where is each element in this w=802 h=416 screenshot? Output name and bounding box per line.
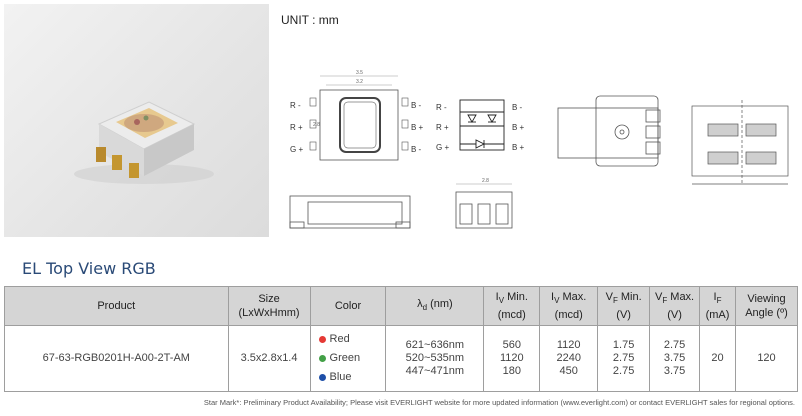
front-view-drawing [455, 183, 513, 229]
color-blue-label: Blue [329, 371, 352, 383]
schematic-pin-right-1: B - [512, 103, 523, 112]
pin-right-3: B - [411, 145, 422, 154]
header-iv-min: IV Min.(mcd) [483, 286, 541, 326]
dim-side-label: 2.8 [313, 122, 320, 128]
cell-color: Red Green Blue [309, 325, 387, 392]
dimension-drawings-svg: 3.5 3.2 2.8 R - R + G + B - B + B - [289, 70, 789, 229]
pad-layout-drawing [691, 100, 789, 185]
schematic-pin-right-3: B + [512, 143, 525, 152]
header-vf-min: VF Min.(V) [597, 286, 651, 326]
header-size: Size(LxWxHmm) [227, 286, 311, 326]
blue-dot-icon [318, 374, 326, 381]
footer-note: Star Mark*: Preliminary Product Availabi… [203, 398, 795, 407]
led-package-illustration [74, 101, 214, 184]
header-vf-max: VF Max.(V) [649, 286, 701, 326]
header-if: IF(mA) [699, 286, 736, 326]
circuit-schematic [459, 99, 505, 151]
product-photo [4, 4, 269, 237]
cell-size: 3.5x2.8x1.4 [227, 325, 311, 392]
green-dot-icon [318, 355, 326, 362]
header-color: Color [309, 286, 387, 326]
spec-table: Product Size(LxWxHmm) Color λd (nm) IV M… [4, 286, 799, 392]
schematic-pin-right-2: B + [512, 123, 525, 132]
top-view-drawing: 3.5 3.2 2.8 R - R + G + B - B + B - [290, 70, 424, 161]
header-iv-max: IV Max.(mcd) [539, 286, 599, 326]
pin-left-1: R - [290, 101, 301, 110]
table-row: 67-63-RGB0201H-A00-2T-AM 3.5x2.8x1.4 Red… [4, 325, 799, 392]
color-red-label: Red [329, 333, 350, 345]
pin-right-2: B + [411, 123, 424, 132]
color-green-label: Green [329, 352, 361, 364]
schematic-pin-left-3: G + [436, 143, 449, 152]
header-lambda: λd (nm) [385, 286, 485, 326]
technical-drawings: 3.5 3.2 2.8 R - R + G + B - B + B - [280, 60, 800, 240]
schematic-pin-left-1: R - [436, 103, 447, 112]
dim-top-inner-label: 3.2 [356, 79, 363, 85]
pin-left-2: R + [290, 123, 303, 132]
cell-viewing-angle: 120 [734, 325, 799, 392]
pin-left-3: G + [290, 145, 303, 154]
table-header-row: Product Size(LxWxHmm) Color λd (nm) IV M… [4, 286, 799, 326]
cell-product: 67-63-RGB0201H-A00-2T-AM [4, 325, 229, 392]
cell-if: 20 [699, 325, 736, 392]
unit-label: UNIT : mm [281, 13, 339, 27]
header-product: Product [4, 286, 229, 326]
dim-bottom-label: 2.8 [482, 178, 489, 184]
schematic-pin-left-2: R + [436, 123, 449, 132]
dim-top-label: 3.5 [356, 70, 363, 76]
side-view-drawing [289, 195, 411, 229]
section-title: EL Top View RGB [22, 259, 156, 278]
bottom-view-drawing [557, 95, 661, 167]
red-dot-icon [318, 336, 326, 343]
pin-right-1: B - [411, 101, 422, 110]
